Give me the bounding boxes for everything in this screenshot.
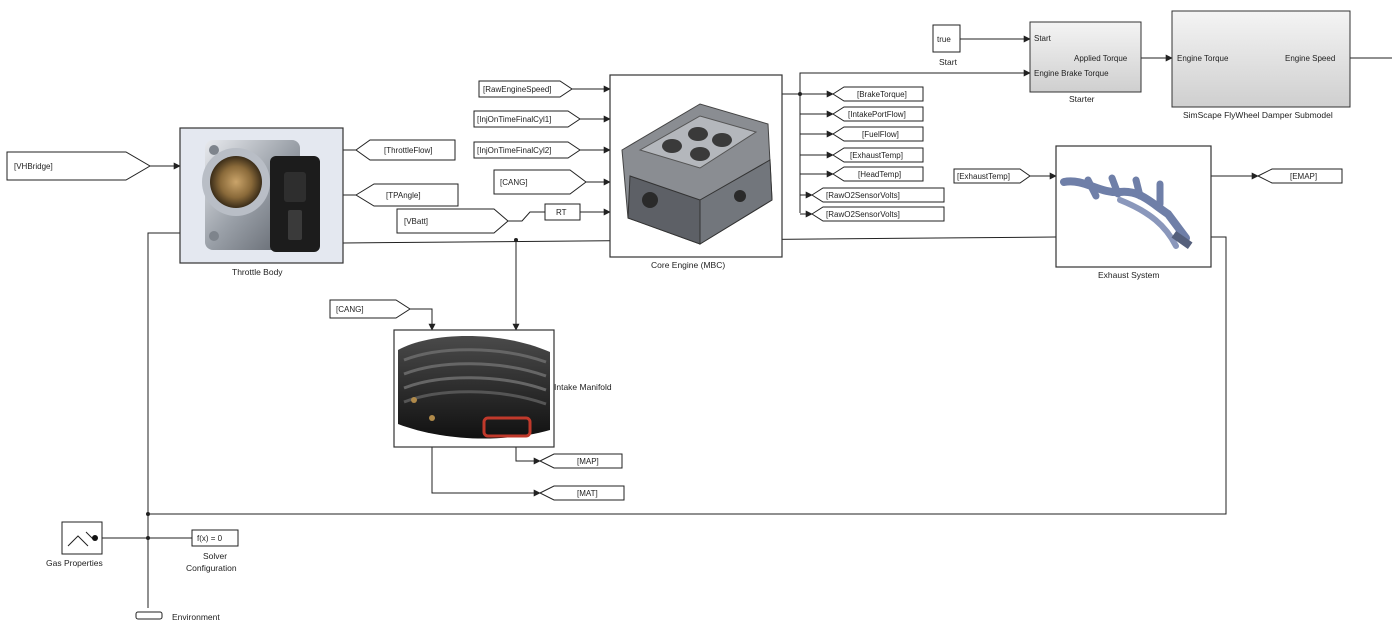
svg-text:RT: RT [556,208,567,217]
svg-text:Engine Torque: Engine Torque [1177,54,1229,63]
from-tag-inj-time-cyl2[interactable]: [InjOnTimeFinalCyl2] [474,142,580,158]
solver-caption-line2: Configuration [186,563,237,573]
svg-text:[CANG]: [CANG] [500,178,528,187]
goto-tag-map[interactable]: [MAP] [540,454,622,468]
throttle-body-caption: Throttle Body [232,267,283,277]
svg-text:[VBatt]: [VBatt] [404,217,428,226]
svg-text:[RawO2SensorVolts]: [RawO2SensorVolts] [826,210,900,219]
svg-text:[RawO2SensorVolts]: [RawO2SensorVolts] [826,191,900,200]
goto-tag-mat[interactable]: [MAT] [540,486,624,500]
svg-text:[RawEngineSpeed]: [RawEngineSpeed] [483,85,552,94]
throttle-body-block[interactable]: Throttle Body [180,128,343,277]
rate-transition-block[interactable]: RT [545,204,580,220]
flywheel-caption: SimScape FlyWheel Damper Submodel [1183,110,1333,120]
goto-tag-rawo2-sensor-2[interactable]: [RawO2SensorVolts] [812,207,944,221]
exhaust-system-block[interactable]: Exhaust System [1056,146,1211,280]
from-tag-exhaust-temp[interactable]: [ExhaustTemp] [954,169,1030,183]
starter-block[interactable]: Start Engine Brake Torque Applied Torque… [1030,22,1141,104]
start-constant-block[interactable]: true Start [933,25,960,67]
svg-text:[CANG]: [CANG] [336,305,364,314]
exhaust-system-caption: Exhaust System [1098,270,1159,280]
environment-block[interactable]: Environment [136,612,220,622]
from-tag-raw-engine-speed[interactable]: [RawEngineSpeed] [479,81,572,97]
svg-text:[MAT]: [MAT] [577,489,598,498]
solver-configuration-block[interactable]: f(x) = 0 Solver Configuration [186,530,238,573]
svg-text:[FuelFlow]: [FuelFlow] [862,130,899,139]
svg-text:[MAP]: [MAP] [577,457,599,466]
from-tag-inj-time-cyl1[interactable]: [InjOnTimeFinalCyl1] [474,111,580,127]
goto-tag-rawo2-sensor-1[interactable]: [RawO2SensorVolts] [812,188,944,202]
svg-text:[HeadTemp]: [HeadTemp] [858,170,901,179]
gas-properties-caption: Gas Properties [46,558,103,568]
from-tag-vhbridge[interactable]: [VHBridge] [7,152,150,180]
from-tag-cang-intake[interactable]: [CANG] [330,300,410,318]
gas-properties-block[interactable]: Gas Properties [46,522,103,568]
throttle-body-image [202,140,320,252]
solver-caption-line1: Solver [203,551,227,561]
svg-text:[IntakePortFlow]: [IntakePortFlow] [848,110,906,119]
svg-text:[ExhaustTemp]: [ExhaustTemp] [957,172,1010,181]
svg-text:[InjOnTimeFinalCyl2]: [InjOnTimeFinalCyl2] [477,146,551,155]
svg-text:Engine Speed: Engine Speed [1285,54,1335,63]
flywheel-damper-block[interactable]: Engine Torque Engine Speed SimScape FlyW… [1172,11,1350,120]
svg-text:[ThrottleFlow]: [ThrottleFlow] [384,146,432,155]
goto-tag-throttle-flow[interactable]: [ThrottleFlow] [356,140,455,160]
svg-text:[TPAngle]: [TPAngle] [386,191,421,200]
core-engine-caption: Core Engine (MBC) [651,260,725,270]
intake-manifold-block[interactable]: Intake Manifold [394,330,612,447]
svg-text:Engine Brake Torque: Engine Brake Torque [1034,69,1109,78]
start-constant-caption: Start [939,57,958,67]
starter-caption: Starter [1069,94,1095,104]
svg-text:[InjOnTimeFinalCyl1]: [InjOnTimeFinalCyl1] [477,115,551,124]
from-tag-vbatt[interactable]: [VBatt] [397,209,508,233]
svg-text:[ExhaustTemp]: [ExhaustTemp] [850,151,903,160]
intake-manifold-caption: Intake Manifold [554,382,612,392]
goto-tag-tp-angle[interactable]: [TPAngle] [356,184,458,206]
from-tag-cang-core[interactable]: [CANG] [494,170,586,194]
goto-tag-intake-port-flow[interactable]: [IntakePortFlow] [833,107,923,121]
goto-tag-exhaust-temp[interactable]: [ExhaustTemp] [833,148,923,162]
goto-tag-head-temp[interactable]: [HeadTemp] [833,167,923,181]
goto-tag-emap[interactable]: [EMAP] [1258,169,1342,183]
environment-caption: Environment [172,612,220,622]
svg-text:[VHBridge]: [VHBridge] [14,162,53,171]
svg-text:[EMAP]: [EMAP] [1290,172,1317,181]
goto-tag-brake-torque[interactable]: [BrakeTorque] [833,87,923,101]
svg-text:f(x) = 0: f(x) = 0 [197,534,223,543]
svg-text:true: true [937,35,951,44]
goto-tag-fuel-flow[interactable]: [FuelFlow] [833,127,923,141]
svg-text:[BrakeTorque]: [BrakeTorque] [857,90,907,99]
svg-text:Applied Torque: Applied Torque [1074,54,1128,63]
core-engine-block[interactable]: Core Engine (MBC) [610,75,782,270]
intake-manifold-image [398,336,550,439]
svg-text:Start: Start [1034,34,1052,43]
